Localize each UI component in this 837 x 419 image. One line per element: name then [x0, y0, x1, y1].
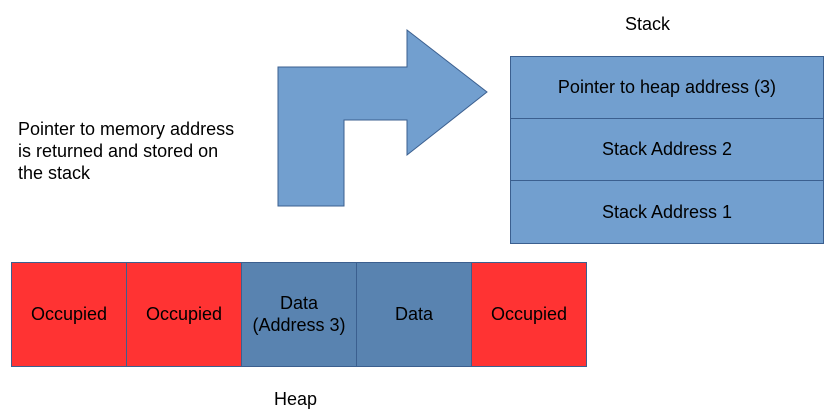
- bent-arrow-shape: [277, 28, 488, 207]
- heap-title: Heap: [274, 389, 318, 409]
- heap-cell-label: Data: [394, 303, 434, 324]
- stack-cell-label: Stack Address 2: [601, 139, 733, 159]
- heap-cell-occupied: Occupied: [126, 262, 242, 367]
- caption-line-2: is returned and stored on: [18, 140, 219, 161]
- heap-cell-label: Occupied: [30, 303, 108, 324]
- stack-cell-label: Stack Address 1: [601, 201, 733, 222]
- explanatory-caption: Pointer to memory address is returned an…: [18, 119, 288, 185]
- heap-block: Occupied Occupied Data (Address 3) Data …: [11, 262, 587, 367]
- stack-cell-address-1: Stack Address 1: [511, 181, 823, 243]
- heap-cell-label: Occupied: [490, 303, 568, 324]
- caption-line-1: Pointer to memory address: [18, 119, 235, 139]
- heap-cell-data-address-3: Data (Address 3): [241, 262, 357, 367]
- heap-cell-label-line-1: Data: [279, 292, 318, 313]
- heap-cell-occupied: Occupied: [471, 262, 587, 367]
- caption-line-3: the stack: [18, 162, 91, 183]
- heap-cell-label-line-2: (Address 3): [252, 314, 346, 335]
- heap-cell-label: Occupied: [145, 303, 223, 324]
- stack-cell-label: Pointer to heap address (3): [557, 77, 777, 97]
- heap-cell-label: Data (Address 3): [252, 293, 345, 336]
- heap-cell-occupied: Occupied: [11, 262, 127, 367]
- stack-cell-pointer: Pointer to heap address (3): [511, 57, 823, 119]
- stack-block: Pointer to heap address (3) Stack Addres…: [510, 56, 824, 244]
- stack-cell-address-2: Stack Address 2: [511, 119, 823, 181]
- stack-title: Stack: [625, 14, 671, 34]
- heap-cell-data: Data: [356, 262, 472, 367]
